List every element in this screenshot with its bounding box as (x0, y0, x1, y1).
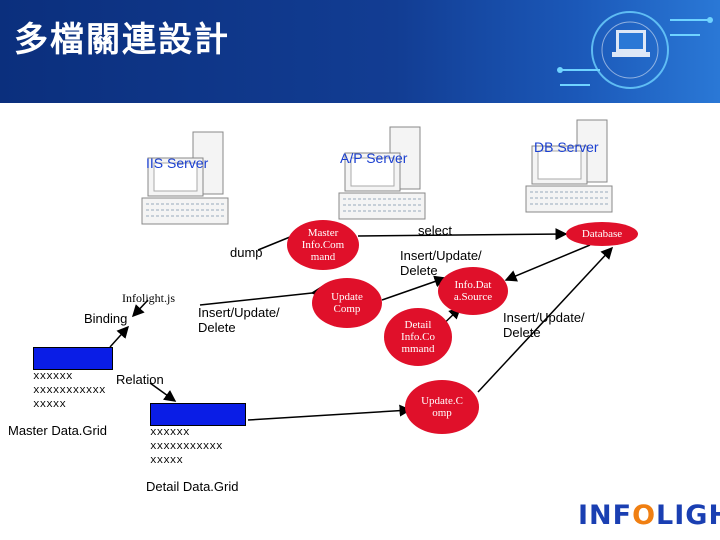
iud-right-label: Insert/Update/ Delete (503, 310, 585, 340)
arrow-select (357, 228, 568, 241)
iis-server-label: IIS Server (146, 155, 209, 171)
infodatasource-label: Info.Dat a.Source (453, 279, 493, 303)
update-comp-label: Update Comp (331, 291, 363, 315)
master-datagrid-row: xxxxxxxxxxx (33, 385, 106, 397)
title-banner: 多檔關連設計 (0, 0, 720, 103)
infolight-js-label: Infolight.js (122, 291, 175, 305)
database-label: Database (581, 228, 623, 240)
arrow-detail-update (247, 404, 412, 421)
detail-datagrid-row: xxxxxxxxxxx (150, 441, 223, 453)
relation-label: Relation (116, 372, 164, 387)
page-title: 多檔關連設計 (14, 20, 230, 60)
arrow-iud-mid (381, 275, 447, 301)
logo-text-part: LIGHT (656, 500, 720, 531)
iis-server-computer-icon (141, 131, 229, 225)
infodatasource-node: Info.Dat a.Source (438, 267, 508, 315)
db-server-computer-icon (525, 119, 613, 213)
detail-datagrid-header (150, 403, 246, 426)
master-datagrid-row: xxxxx (33, 399, 67, 411)
logo-text-part: INF (578, 500, 633, 531)
infolight-logo: INFOLIGHT (578, 500, 720, 531)
master-datagrid-caption: Master Data.Grid (8, 423, 107, 438)
detail-infocommand-label: Detail Info.Co mmand (401, 319, 435, 355)
detail-datagrid-row: xxxxx (150, 455, 184, 467)
iud-left-label: Insert/Update/ Delete (198, 305, 280, 335)
database-node: Database (566, 222, 638, 246)
detail-datagrid: xxxxxx xxxxxxxxxxx xxxxx (150, 403, 246, 468)
dump-label: dump (230, 245, 263, 260)
tech-circuit-illustration (557, 11, 713, 89)
arrow-iud-right (477, 246, 614, 393)
iud-mid-label: Insert/Update/ Delete (400, 248, 482, 278)
master-datagrid-header (33, 347, 113, 370)
update-comp-2-node: Update.C omp (405, 380, 479, 434)
arrow-binding (131, 299, 149, 318)
arrow-iud-left (199, 285, 324, 306)
master-datagrid: xxxxxx xxxxxxxxxxx xxxxx (33, 347, 113, 412)
arrow-relation (149, 382, 177, 402)
arrow-grid-binding (109, 325, 130, 348)
ap-server-label: A/P Server (340, 150, 408, 166)
master-datagrid-row: xxxxxx (33, 371, 73, 383)
update-comp-2-label: Update.C omp (421, 395, 463, 419)
db-server-label: DB Server (534, 139, 599, 155)
master-infocommand-label: Master Info.Com mand (301, 227, 345, 263)
detail-infocommand-node: Detail Info.Co mmand (384, 308, 452, 366)
detail-datagrid-row: xxxxxx (150, 427, 190, 439)
arrow-dump (257, 236, 291, 251)
binding-label: Binding (84, 311, 128, 326)
detail-datagrid-caption: Detail Data.Grid (146, 479, 239, 494)
arrow-db-ids (504, 244, 591, 282)
update-comp-node: Update Comp (312, 278, 382, 328)
select-label: select (418, 223, 452, 238)
logo-text-o: O (632, 500, 657, 531)
master-infocommand-node: Master Info.Com mand (287, 220, 359, 270)
ap-server-computer-icon (338, 126, 426, 220)
